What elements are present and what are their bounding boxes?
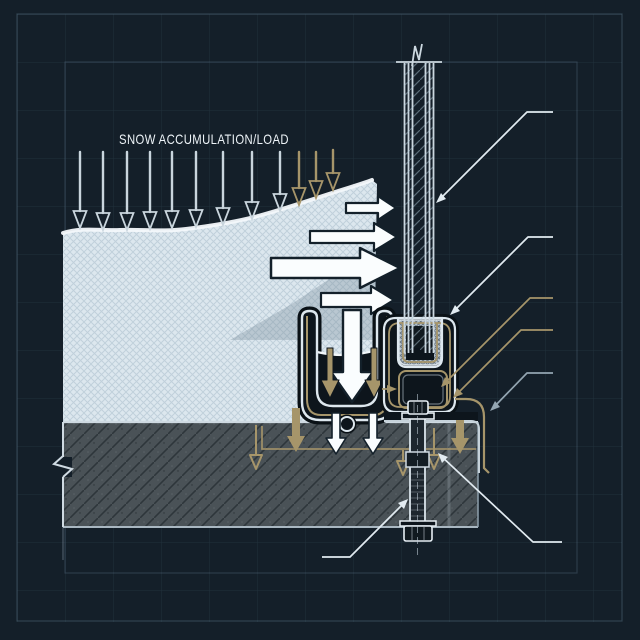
glass-panel xyxy=(396,43,442,353)
bearing-arrow-tan-outline xyxy=(249,425,263,470)
concrete-slab xyxy=(51,420,479,560)
bearing-arrow-white xyxy=(325,412,347,455)
snow-load-arrow xyxy=(215,150,231,228)
snow-load-arrow-tan xyxy=(291,150,307,208)
bearing-arrow-tan xyxy=(451,420,469,454)
lateral-load-arrow xyxy=(269,246,402,290)
snow-load-arrow xyxy=(272,150,288,214)
bearing-arrow-tan-outline xyxy=(427,428,441,470)
bearing-arrow-white xyxy=(362,412,384,455)
slab-break-mark xyxy=(51,455,75,478)
snow-load-arrow xyxy=(188,150,204,230)
snow-load-arrow-tan xyxy=(308,150,324,201)
snow-load-arrow xyxy=(119,150,135,233)
flashing-inner xyxy=(384,420,480,473)
leader-flashing xyxy=(490,372,553,411)
leader-glass xyxy=(436,111,553,203)
snow-load-arrow xyxy=(142,150,158,232)
snow-load-arrow-tan xyxy=(325,148,341,193)
primary-load-arrow xyxy=(329,308,375,404)
thermal-load-arrow-tan xyxy=(364,347,384,399)
shoe-tan-liner xyxy=(388,322,451,408)
channel-load-arrows xyxy=(320,308,384,404)
load-distribution-line xyxy=(261,426,476,450)
leader-shoe-top xyxy=(450,236,553,315)
leader-tan-shoe-wall xyxy=(453,329,553,398)
snow-load-arrow xyxy=(95,150,111,233)
leader-bolt xyxy=(322,499,408,558)
snow-load-arrow xyxy=(72,150,88,231)
flashing-tan xyxy=(455,397,490,474)
bearing-arrow-tan-outline xyxy=(396,450,410,476)
outer-frame xyxy=(16,13,623,622)
snow-load-arrows xyxy=(72,148,341,233)
leader-anchor-sleeve xyxy=(438,453,562,543)
thermal-load-arrow-tan xyxy=(320,347,340,399)
cavity-pressure-arrow xyxy=(382,385,397,393)
leader-tan-cavity xyxy=(441,297,553,387)
anchor-bolt xyxy=(399,394,437,556)
leader-lines xyxy=(322,111,562,558)
bearing-arrow-tan xyxy=(287,408,305,452)
bearing-arrows xyxy=(249,408,469,476)
anchor-bolt-shaft xyxy=(409,416,426,524)
glass-break-line xyxy=(411,43,423,67)
drawing-title: SNOW ACCUMULATION/LOAD xyxy=(119,131,289,147)
snow-load-arrow xyxy=(164,150,180,231)
glass-hatch xyxy=(404,63,434,350)
snow-load-arrow xyxy=(244,150,260,222)
lateral-load-arrow xyxy=(308,221,399,253)
wind-scour-shading xyxy=(230,246,376,340)
lateral-load-arrows xyxy=(269,194,402,316)
drip-notch xyxy=(337,414,357,434)
lateral-load-arrow xyxy=(344,194,398,222)
